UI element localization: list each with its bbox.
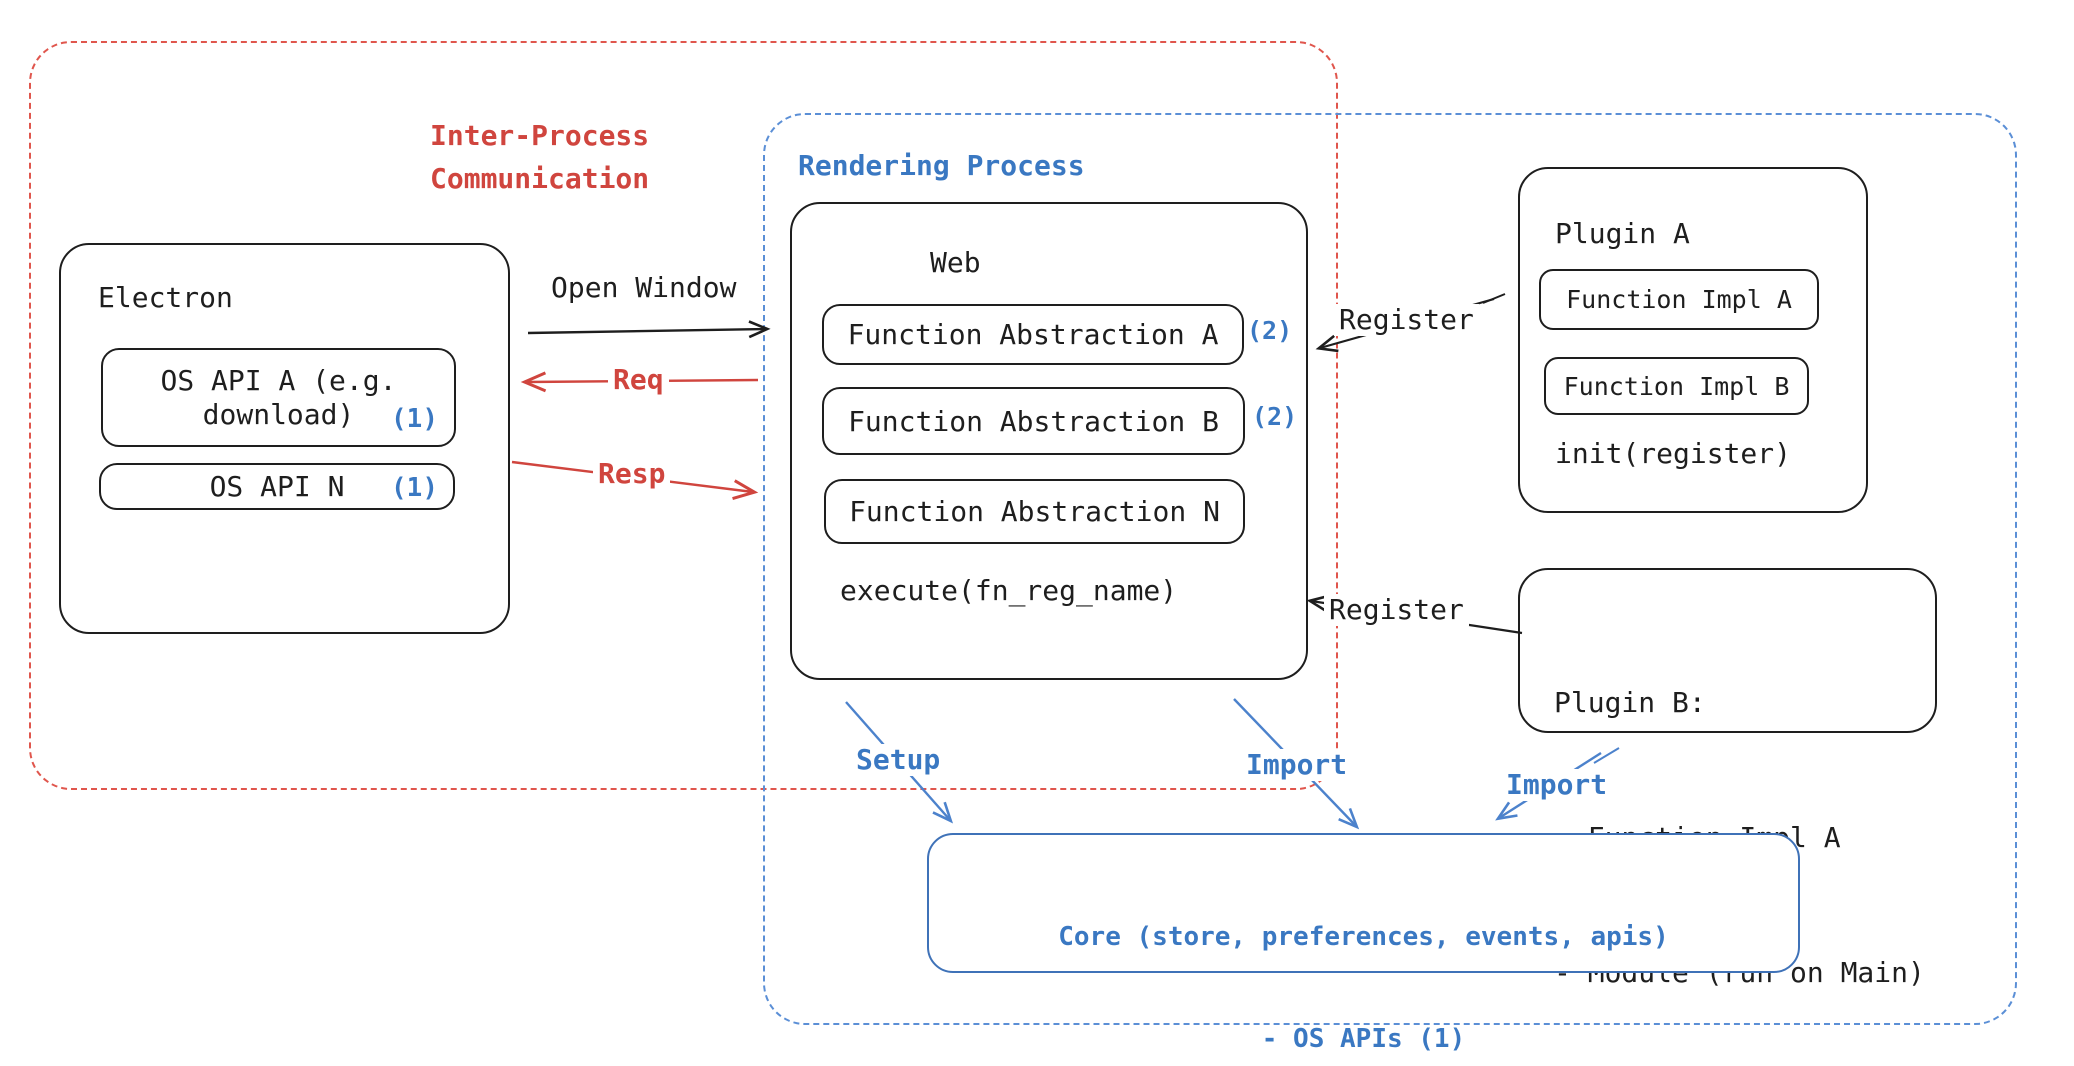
ipc-group-box	[29, 41, 1338, 790]
register-b-label: Register	[1324, 594, 1469, 626]
plugin-b-title: Plugin B:	[1554, 686, 1706, 719]
plugin-a-box: Plugin A Function Impl A Function Impl B…	[1518, 167, 1868, 513]
electron-box: Electron OS API A (e.g. download) (1) OS…	[59, 243, 510, 634]
open-window-label: Open Window	[546, 272, 742, 304]
rendering-group-box	[763, 113, 2017, 1025]
ipc-group-label: Inter-Process Communication	[430, 119, 650, 195]
function-abstraction-n-item: Function Abstraction N	[824, 479, 1245, 544]
core-line-2: - OS APIs (1)	[1261, 1024, 1466, 1054]
function-impl-b-item: Function Impl B	[1544, 357, 1809, 415]
os-api-n-badge: (1)	[391, 473, 438, 503]
os-api-a-item: OS API A (e.g. download) (1)	[101, 348, 456, 447]
web-box: Web Function Abstraction A Function Abst…	[790, 202, 1308, 680]
function-abstraction-a-badge: (2)	[1247, 316, 1293, 345]
plugin-a-footer: init(register)	[1555, 437, 1792, 470]
os-api-n-label: OS API N	[209, 470, 345, 503]
plugin-b-box: Plugin B: - Function Impl A - Module (ru…	[1518, 568, 1937, 989]
function-impl-a-item: Function Impl A	[1539, 269, 1819, 330]
function-abstraction-a-item: Function Abstraction A	[822, 304, 1244, 365]
os-api-a-line2: download)	[202, 397, 355, 431]
setup-label: Setup	[851, 744, 946, 776]
req-label: Req	[608, 364, 669, 396]
web-title: Web	[930, 246, 981, 279]
rendering-group-label: Rendering Process	[798, 149, 1085, 182]
os-api-n-item: OS API N (1)	[99, 463, 455, 510]
core-line-1: Core (store, preferences, events, apis)	[1058, 922, 1669, 952]
function-abstraction-b-badge: (2)	[1252, 402, 1298, 431]
register-a-label: Register	[1334, 304, 1479, 336]
function-abstraction-b-item: Function Abstraction B	[822, 387, 1245, 455]
core-box: Core (store, preferences, events, apis) …	[927, 833, 1800, 1054]
import-web-label: Import	[1241, 749, 1353, 781]
os-api-a-line1: OS API A (e.g.	[160, 363, 397, 397]
import-plugin-label: Import	[1501, 769, 1613, 801]
electron-title: Electron	[98, 281, 233, 314]
plugin-a-title: Plugin A	[1555, 217, 1690, 250]
os-api-a-badge: (1)	[391, 404, 438, 434]
resp-label: Resp	[593, 458, 671, 490]
web-footer: execute(fn_reg_name)	[840, 574, 1178, 607]
